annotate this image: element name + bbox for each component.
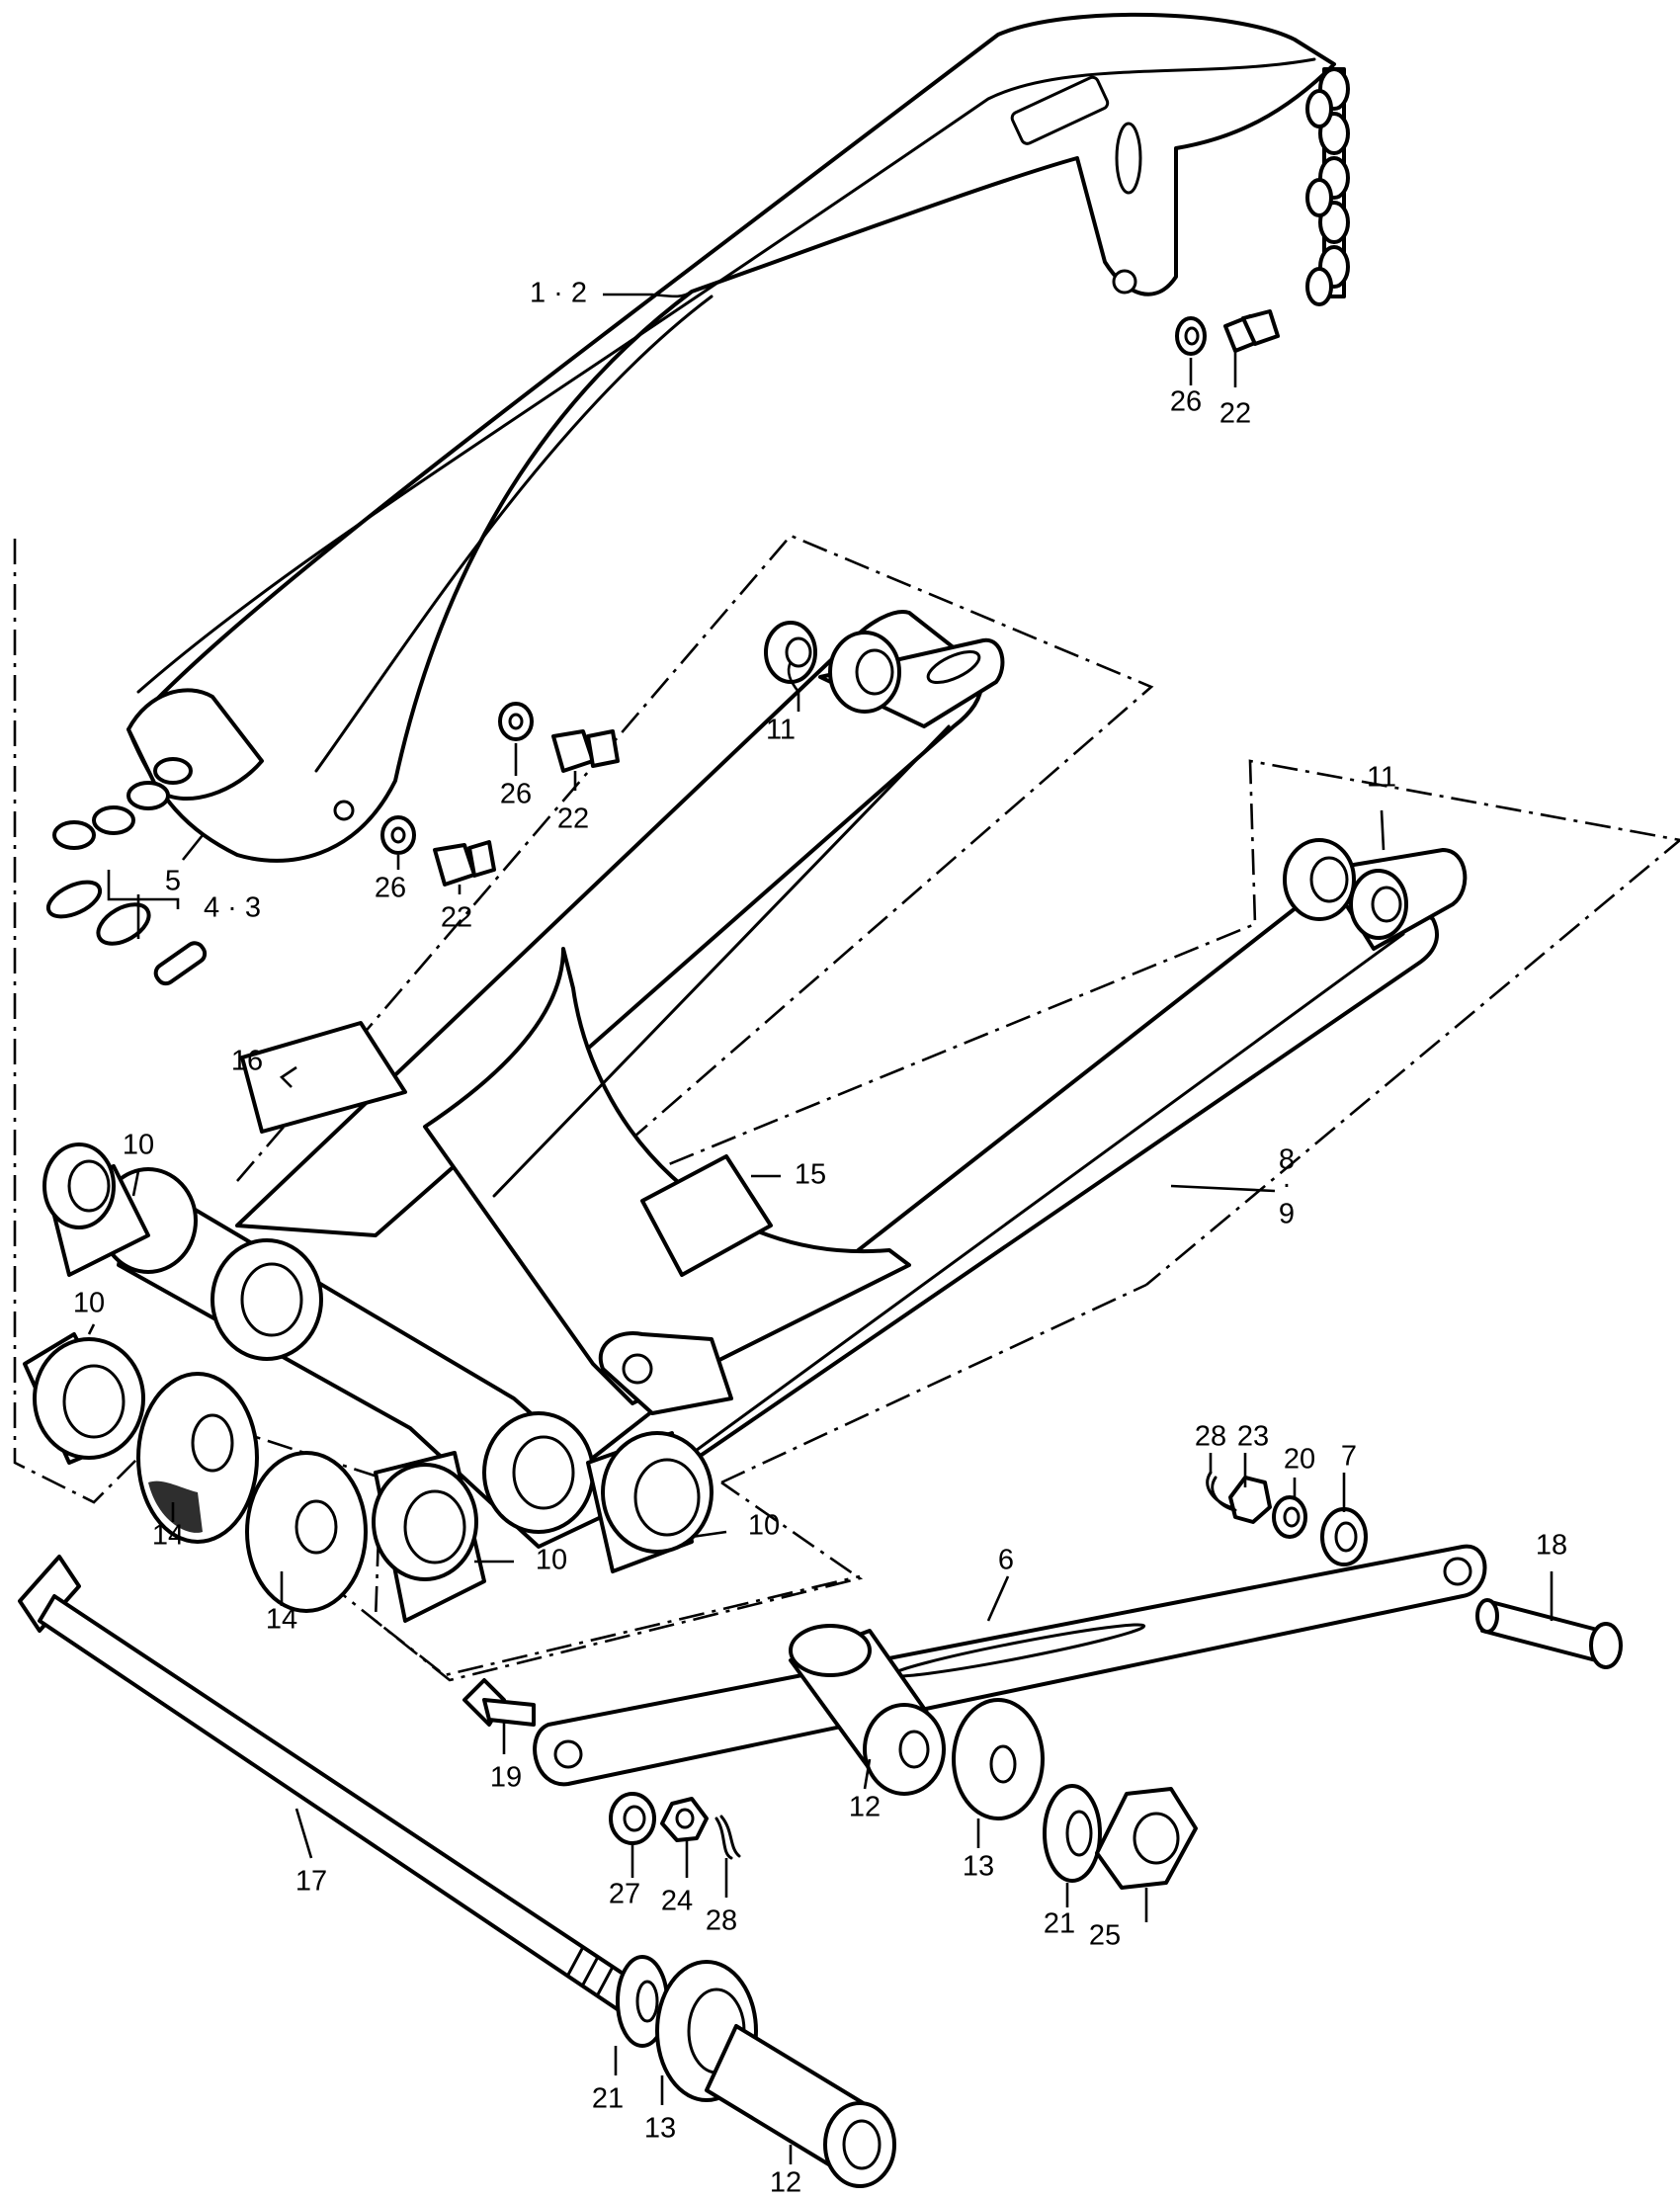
torque-link-front-hole (553, 1739, 583, 1769)
callout-16: 16 (231, 1046, 263, 1077)
callout-28-top: 28 (1195, 1421, 1226, 1453)
swing-arm-rib (492, 724, 951, 1198)
callout-6: 6 (998, 1545, 1014, 1576)
callout-21-low: 21 (592, 2083, 624, 2115)
chain-case-mount-slot (1115, 122, 1142, 195)
callout-12-low: 12 (770, 2167, 801, 2199)
callout-10-a: 10 (123, 1130, 154, 1161)
leader-lines (87, 290, 1554, 2164)
bolt-18 (1475, 1598, 1623, 1669)
pivot-bolt-17 (18, 1555, 644, 2018)
bolt-19 (462, 1678, 536, 1727)
axle-nut-25 (1095, 1787, 1198, 1890)
callout-14-a: 14 (152, 1520, 184, 1552)
drive-chain-rear (1305, 67, 1350, 306)
callout-13-mid: 13 (963, 1851, 994, 1883)
bushing-10-b (23, 1332, 145, 1465)
callout-21-mid: 21 (1044, 1908, 1075, 1940)
callout-7: 7 (1341, 1441, 1357, 1473)
nut-23 (1228, 1476, 1272, 1524)
chain-case-edge (136, 57, 1316, 694)
chain-case (126, 12, 1336, 863)
callout-11-left: 11 (766, 715, 796, 746)
group-outline-bushings-lower (325, 1480, 864, 1682)
swing-arm-torque-tab (598, 1331, 733, 1415)
callout-23: 23 (1237, 1421, 1269, 1453)
callout-25: 25 (1089, 1920, 1121, 1952)
callout-11-right: 11 (1367, 762, 1396, 794)
swing-arm-crossmember (423, 947, 911, 1405)
callout-8-9-separator: · (1282, 1169, 1292, 1201)
chain-master-link (45, 880, 208, 986)
spacer-12-low (705, 2024, 896, 2188)
callout-28-low: 28 (706, 1905, 737, 1937)
callout-27: 27 (609, 1879, 640, 1910)
callout-26-mid: 26 (500, 779, 532, 810)
chain-case-window (1010, 75, 1110, 145)
callout-1-2: 1 · 2 (530, 278, 587, 309)
callout-18: 18 (1536, 1530, 1567, 1562)
callout-10-b: 10 (73, 1288, 105, 1319)
callout-5: 5 (165, 866, 181, 897)
cotter-pin-28-low (714, 1815, 741, 1860)
torque-link-rear-hole (1443, 1557, 1472, 1586)
dust-seal-14-b (245, 1451, 368, 1613)
chain-case-lower-edge (314, 295, 714, 773)
spacer-12-mid (789, 1624, 946, 1796)
pivot-bolt-shaft (38, 1594, 644, 2018)
label-16 (240, 1021, 407, 1134)
callout-10-d: 10 (748, 1510, 780, 1542)
callout-26-top: 26 (1170, 386, 1202, 418)
dust-seal-14-a (136, 1372, 259, 1544)
group-outline-swingarm-right (543, 759, 1680, 1286)
callout-22-low: 22 (441, 902, 472, 934)
bushing-10-d (586, 1431, 714, 1573)
drive-chain-front (52, 757, 193, 850)
callout-20: 20 (1284, 1444, 1315, 1476)
callout-14-b: 14 (266, 1604, 297, 1636)
bolt-22-top (1223, 309, 1280, 353)
callout-17: 17 (295, 1866, 327, 1898)
callout-22-mid: 22 (557, 803, 589, 835)
torque-tab-hole (622, 1353, 653, 1385)
swing-arm-rib-right (650, 932, 1405, 1484)
callout-15: 15 (795, 1159, 826, 1191)
bushing-10-c (372, 1451, 486, 1623)
bushing-10-a (42, 1142, 150, 1277)
callout-12-mid: 12 (849, 1792, 881, 1823)
callout-9: 9 (1279, 1199, 1295, 1230)
chain-case-body (126, 12, 1336, 863)
shock-bushings-right (1283, 838, 1408, 940)
left-bracket-slot (926, 650, 981, 684)
shock-bushings-left (764, 621, 901, 714)
master-link-clip (153, 941, 208, 986)
bolt-22-low (433, 840, 496, 887)
callout-10-c: 10 (536, 1545, 567, 1576)
callout-26-low: 26 (375, 873, 406, 904)
cotter-pin-28-top (1206, 1471, 1237, 1512)
dust-seal-13-mid (952, 1698, 1045, 1820)
master-link-side (96, 902, 151, 946)
callout-13-low: 13 (644, 2113, 676, 2145)
master-link-plate (45, 880, 103, 919)
callout-22-top: 22 (1219, 398, 1251, 430)
pivot-boss-right-bore (512, 1435, 575, 1510)
label-15 (640, 1154, 773, 1277)
group-outline-torque-link (720, 1283, 1147, 1484)
pivot-boss-left-bore (240, 1262, 303, 1337)
callout-19: 19 (490, 1762, 522, 1794)
callout-24: 24 (661, 1886, 693, 1917)
chain-case-rear-hole (1112, 269, 1137, 295)
chain-case-front-hole (333, 800, 355, 821)
callout-8: 8 (1279, 1144, 1295, 1176)
callout-4-3: 4 · 3 (204, 892, 261, 924)
bolt-22-mid (551, 729, 620, 773)
